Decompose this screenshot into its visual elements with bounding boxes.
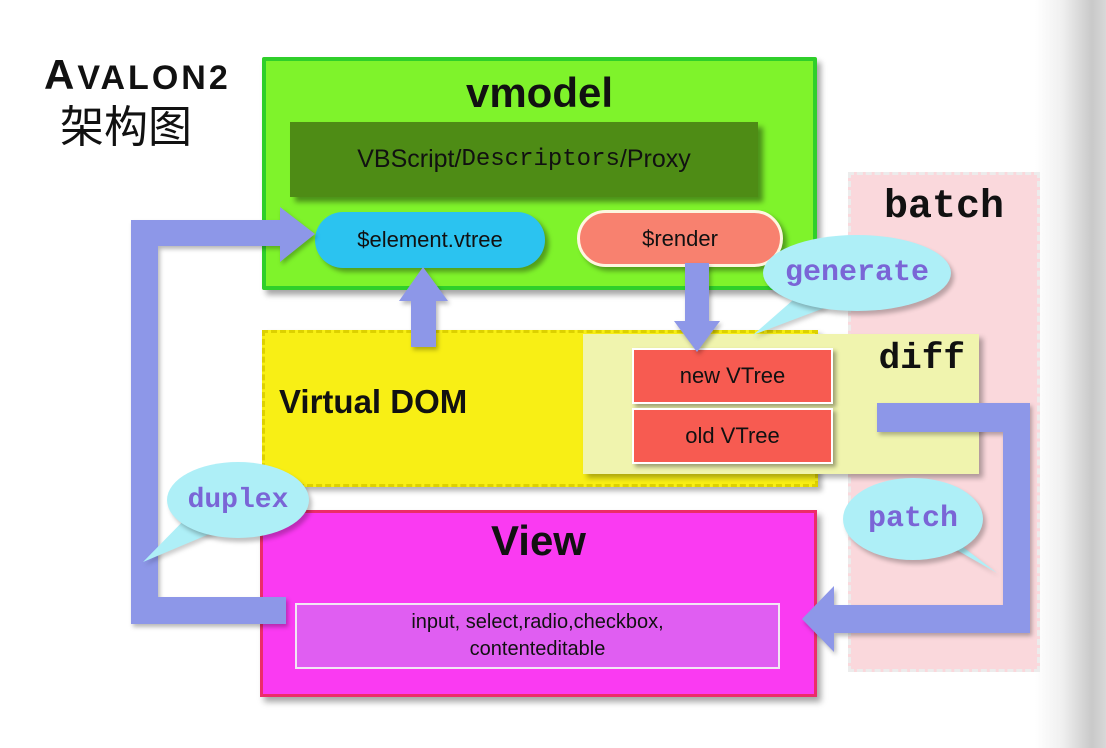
vmodel-title: vmodel <box>465 69 614 116</box>
stack-part-descriptors: Descriptors <box>461 146 620 173</box>
virtual-dom-title: Virtual DOM <box>279 383 468 420</box>
generate-bubble: generate <box>753 235 951 335</box>
element-vtree-pill: $element.vtree <box>315 212 545 268</box>
generate-label: generate <box>784 256 930 290</box>
batch-label: batch <box>883 185 1005 230</box>
vbscript-descriptors-proxy-box: VBScript/Descriptors/Proxy <box>290 122 758 197</box>
render-label: $render <box>642 225 718 251</box>
duplex-bubble: duplex <box>143 462 309 562</box>
render-pill: $render <box>577 210 783 267</box>
view-box: View input, select,radio,checkbox, conte… <box>260 510 817 697</box>
page-title: AVALON2 <box>44 51 231 98</box>
old-vtree-label: old VTree <box>685 423 780 448</box>
duplex-label: duplex <box>187 484 289 516</box>
diagram-header: AVALON2 架构图 <box>44 52 231 153</box>
new-vtree-box: new VTree <box>632 348 833 404</box>
diff-region: diff new VTree old VTree <box>583 334 979 474</box>
form-bindings-box: input, select,radio,checkbox, contentedi… <box>295 603 780 669</box>
new-vtree-label: new VTree <box>679 363 786 388</box>
generate-bubble-body <box>763 235 951 311</box>
page-subtitle: 架构图 <box>60 102 192 154</box>
stack-part-vbscript: VBScript/ <box>357 145 462 173</box>
view-title: View <box>491 517 586 564</box>
form-bindings-line2: contenteditable <box>469 638 606 660</box>
diff-label: diff <box>878 338 965 379</box>
stack-part-proxy: /Proxy <box>619 145 691 173</box>
patch-bubble: patch <box>843 478 997 573</box>
vmodel-box: vmodel VBScript/Descriptors/Proxy $eleme… <box>262 57 817 290</box>
element-vtree-label: $element.vtree <box>357 227 503 252</box>
old-vtree-box: old VTree <box>632 408 833 464</box>
form-bindings-line1: input, select,radio,checkbox, <box>411 611 664 633</box>
patch-label: patch <box>867 502 958 536</box>
